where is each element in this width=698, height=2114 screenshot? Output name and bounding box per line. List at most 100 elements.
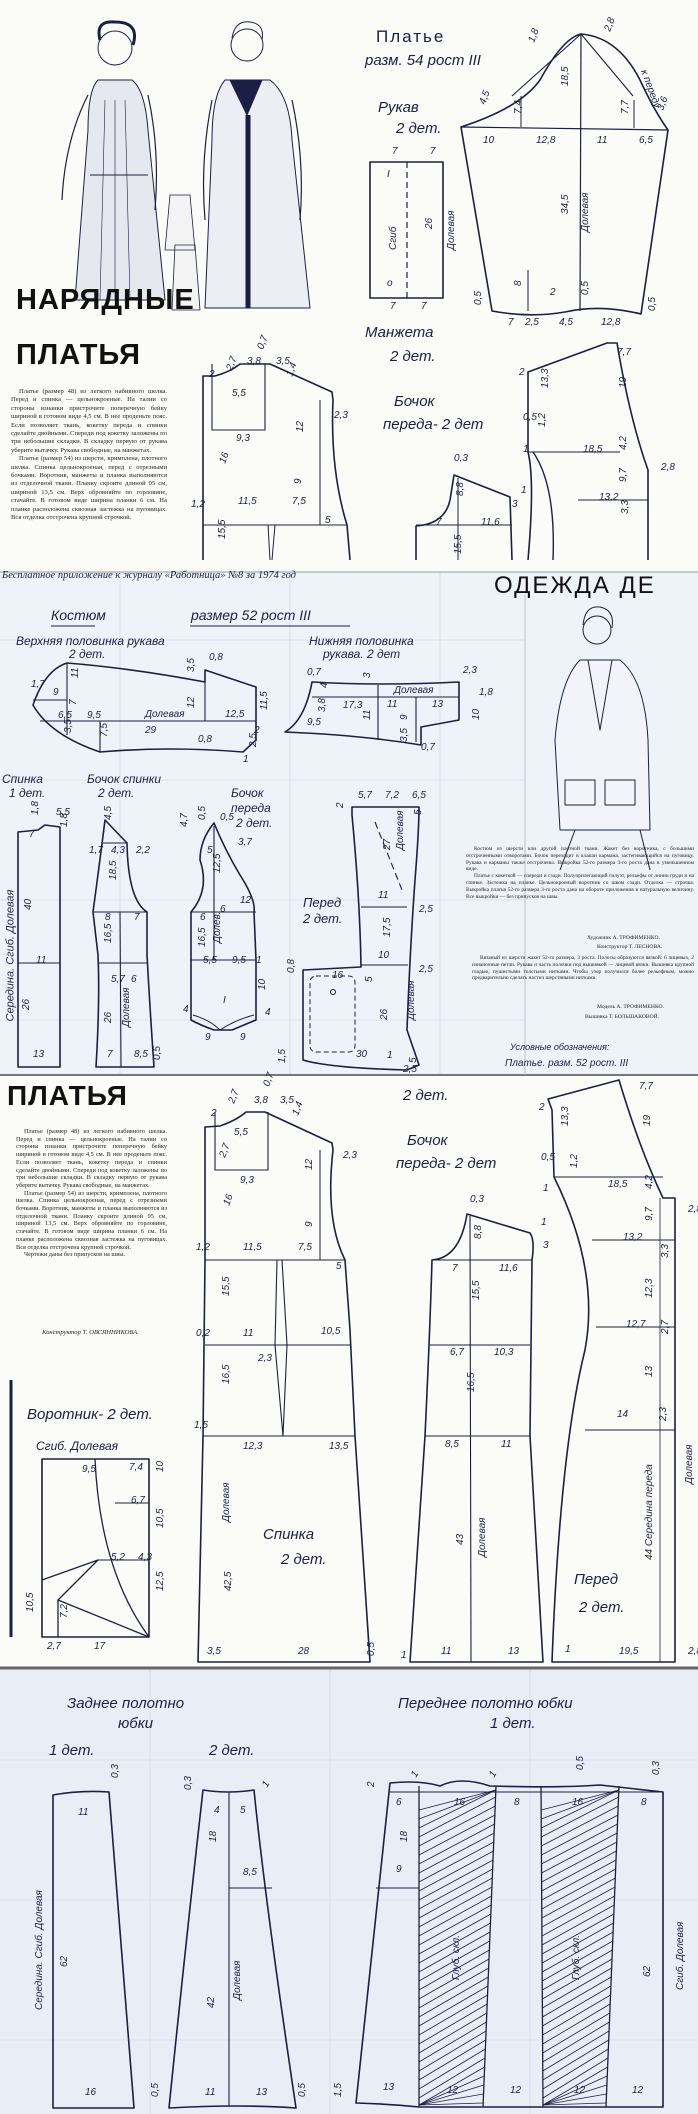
hatch-line [541, 1895, 615, 1937]
hatch-line [541, 1859, 617, 1901]
measurement-label: 17,3 [343, 700, 363, 711]
measurement-label: 9,5 [87, 710, 101, 721]
sleeve-title: Рукав [378, 99, 419, 116]
description-dress-54: Платье (размер 54) из шерсти, кримплена,… [16, 1189, 167, 1251]
artist-credit: Художник А. ТРОФИМЕНКО. [587, 935, 660, 941]
measurement-label: 5,2 [111, 1552, 125, 1563]
measurement-label: 5,7 [111, 974, 125, 985]
measurement-label: 5 [325, 515, 331, 526]
hatch-line [418, 1922, 491, 1964]
measurement-label: 26 [103, 1011, 114, 1024]
measurement-label: 0,8 [209, 652, 223, 663]
hatch-line [541, 1805, 619, 1847]
measurement-label: 2,5 [418, 904, 433, 915]
measurement-label: 10 [471, 708, 482, 720]
measurement-label: 17,5 [382, 917, 393, 937]
measurement-label: 9 [399, 714, 410, 720]
back-skirt-subtitle: юбки [118, 1715, 154, 1732]
measurement-label: 2,7 [660, 1320, 671, 1335]
measurement-label: 18,5 [108, 860, 119, 880]
measurement-label: 6,7 [450, 1347, 464, 1358]
hatch-line [418, 1976, 489, 2018]
measurement-label: 7 [436, 517, 442, 528]
measurement-label: 16 [332, 970, 344, 981]
measurement-label: 5 [364, 976, 375, 982]
measurement-label: 3 [512, 499, 518, 510]
measurement-label: 7 [430, 146, 436, 157]
measurement-label: Долевая [406, 980, 417, 1021]
hatch-line [418, 1994, 488, 2036]
measurement-label: 4,3 [111, 845, 125, 856]
measurement-label: 0,8 [198, 734, 212, 745]
hatch-line [541, 1850, 617, 1892]
pattern-side-front-54-top [415, 474, 513, 561]
measurement-label: 13 [508, 1646, 520, 1657]
measurement-label: 6,5 [412, 790, 426, 801]
measurement-label: 3,5 [207, 1646, 221, 1657]
measurement-label: 11 [501, 1439, 511, 1450]
measurement-label: 0,5 [541, 1152, 555, 1163]
measurement-label: 5,5 [203, 955, 217, 966]
measurement-label: 42 [206, 1996, 217, 2008]
measurement-label: 6 [396, 1797, 402, 1808]
measurement-label: 11 [78, 1807, 88, 1818]
measurement-label: 12,5 [212, 853, 223, 873]
collar-title: Воротник- 2 дет. [27, 1406, 153, 1423]
measurement-label: 7,4 [129, 1462, 143, 1473]
measurement-label: 1 [541, 1217, 547, 1228]
pattern-suit-back [17, 824, 61, 1068]
hatch-line [418, 1841, 495, 1883]
measurement-label: o [387, 278, 393, 289]
description-dress-48: Платье (размер 48) из легкого набивного … [11, 388, 167, 454]
measurement-label: 12,5 [225, 709, 245, 720]
measurement-label: 10,3 [494, 1347, 514, 1358]
fashion-illustration-coat [164, 21, 311, 311]
description-no-seam-allowance: Чертежи даны без припусков на швы. [24, 1251, 126, 1259]
measurement-label: 5,5 [232, 388, 246, 399]
measurement-label: 6 [131, 974, 137, 985]
hatch-line [541, 1789, 620, 1811]
hatch-line [418, 1814, 496, 1856]
measurement-label: 1,2 [537, 413, 548, 427]
measurement-label: 13,5 [329, 1441, 349, 1452]
measurement-label: 9,5 [307, 717, 321, 728]
dress-size: разм. 54 рост III [365, 52, 481, 69]
measurement-label: 0,3 [470, 1194, 484, 1205]
measurement-label: 7,2 [385, 790, 399, 801]
measurement-label: 6,5 [639, 135, 653, 146]
measurement-label: 2,7 [46, 1641, 61, 1652]
measurement-label: Сгиб [387, 226, 399, 250]
measurement-label: 1,8 [479, 687, 493, 698]
measurement-label: 18,5 [560, 66, 571, 86]
measurement-label: 2,5 [524, 317, 539, 328]
measurement-label: 2,8 [687, 1646, 698, 1657]
pattern-suit-side-back [92, 819, 155, 1068]
side-front-subtitle: переда- 2 дет [396, 1155, 497, 1172]
measurement-label: 43 [455, 1533, 466, 1545]
hatch-line [418, 2102, 484, 2106]
measurement-label: 12,5 [155, 1571, 166, 1591]
description-block-2: Платье (размер 48) из легкого набивного … [16, 1128, 167, 1259]
hatch-line [418, 1850, 494, 1892]
back-count: 2 дет. [281, 1551, 327, 1568]
measurement-label: 12,7 [626, 1319, 646, 1330]
measurement-label: 28 [297, 1646, 310, 1657]
pattern-back-54-top [202, 363, 351, 561]
measurement-label: 12,8 [536, 135, 556, 146]
hatch-line [542, 2084, 607, 2106]
measurement-label: 0,5 [523, 412, 537, 423]
measurement-label: 12 [186, 696, 197, 708]
measurement-label: Долевая [221, 1482, 232, 1523]
measurement-label: 3,5 [276, 356, 290, 367]
measurement-label: 7 [134, 912, 140, 923]
measurement-label: 13,3 [560, 1106, 571, 1126]
measurement-label: 6,7 [131, 1495, 145, 1506]
measurement-label: 1,2 [196, 1242, 210, 1253]
measurement-label: 1,7 [89, 845, 103, 856]
measurement-label: 1,2 [191, 499, 205, 510]
measurement-label: 5,5 [56, 807, 70, 818]
measurement-label: 16 [454, 1797, 466, 1808]
hatch-line [418, 1877, 493, 1919]
side-front-count: 2 дет. [236, 816, 273, 830]
measurement-label: 1,2 [569, 1154, 580, 1168]
